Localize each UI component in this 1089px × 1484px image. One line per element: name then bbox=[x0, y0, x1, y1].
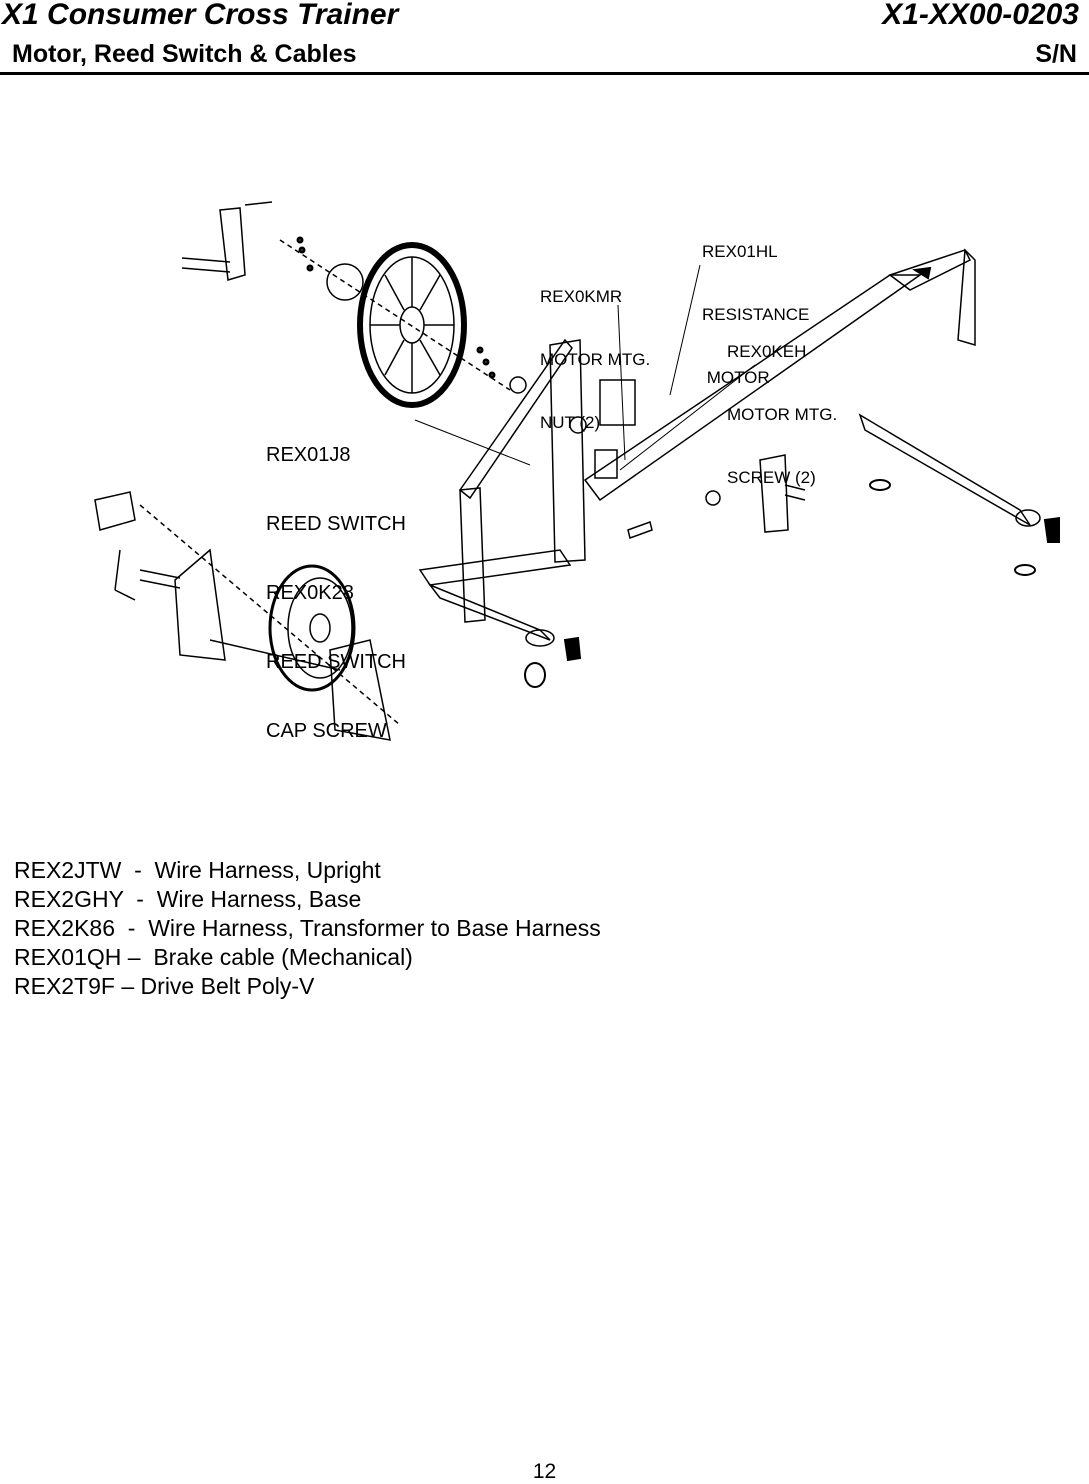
parts-list-item: REX2JTW - Wire Harness, Upright bbox=[14, 857, 381, 883]
callout-line: SCREW (2) bbox=[727, 468, 816, 487]
callout-motor-mtg-nut: REX0KMR MOTOR MTG. NUT (2) bbox=[540, 244, 650, 454]
callout-line: MOTOR bbox=[702, 368, 770, 387]
document-code: X1-XX00-0203 bbox=[882, 0, 1079, 31]
parts-list-item: REX01QH – Brake cable (Mechanical) bbox=[14, 944, 413, 970]
crank-assembly-lower bbox=[94, 491, 391, 741]
callout-line: RESISTANCE bbox=[702, 305, 810, 324]
parts-list-item: REX2T9F – Drive Belt Poly-V bbox=[14, 973, 315, 999]
callout-line: MOTOR MTG. bbox=[727, 405, 838, 424]
callout-line: MOTOR MTG. bbox=[540, 350, 651, 369]
parts-list-item: REX2GHY - Wire Harness, Base bbox=[14, 886, 362, 912]
feet-and-caps bbox=[524, 266, 1060, 688]
crank-arm-upper bbox=[181, 201, 273, 281]
exploded-parts-diagram bbox=[94, 201, 1060, 741]
document-title: X1 Consumer Cross Trainer bbox=[2, 0, 399, 31]
callout-line: REX01J8 bbox=[266, 444, 351, 466]
drive-pulley bbox=[279, 239, 511, 408]
hardware-upper bbox=[296, 236, 496, 379]
callout-resistance-motor: REX01HL RESISTANCE MOTOR bbox=[702, 199, 809, 409]
main-frame bbox=[418, 248, 1041, 647]
callout-motor-mtg-screw: REX0KEH MOTOR MTG. SCREW (2) bbox=[727, 299, 837, 509]
callout-line: REX0KMR bbox=[540, 287, 623, 306]
callout-line: NUT (2) bbox=[540, 413, 601, 432]
leader-lines bbox=[414, 264, 756, 471]
callout-line: REED SWITCH bbox=[266, 513, 406, 535]
header-rule bbox=[0, 72, 1089, 75]
callout-line: REX0K28 bbox=[266, 582, 354, 604]
parts-list-item: REX2K86 - Wire Harness, Transformer to B… bbox=[14, 915, 601, 941]
callout-line: REED SWITCH bbox=[266, 651, 406, 673]
parts-list: REX2JTW - Wire Harness, Upright REX2GHY … bbox=[14, 856, 601, 1001]
callout-line: REX01HL bbox=[702, 242, 778, 261]
section-subtitle: Motor, Reed Switch & Cables bbox=[12, 40, 357, 68]
serial-number-label: S/N bbox=[1035, 40, 1077, 68]
callout-reed-switch: REX01J8 REED SWITCH REX0K28 REED SWITCH … bbox=[266, 398, 406, 766]
callout-line: REX0KEH bbox=[727, 342, 807, 361]
flywheel bbox=[139, 504, 401, 726]
page-number: 12 bbox=[532, 1460, 557, 1483]
bearing-upper bbox=[509, 376, 527, 394]
callout-line: CAP SCREW bbox=[266, 720, 387, 742]
